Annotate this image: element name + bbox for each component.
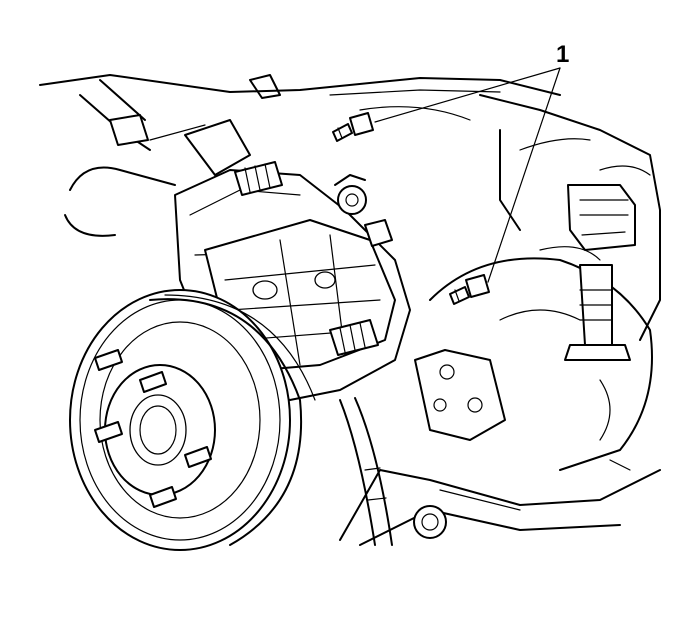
wheel-studs	[94, 349, 212, 508]
caliper-bolt-upper	[332, 112, 374, 142]
callout-label-1: 1	[556, 41, 569, 68]
caliper-bolt-lower	[449, 274, 490, 305]
caliper-slide-pins	[234, 161, 379, 356]
wheel-speed-sensor-connector	[564, 184, 636, 361]
callout-leader-lines	[374, 67, 561, 283]
lower-control-arm	[339, 469, 661, 546]
frame-crossmember	[39, 74, 561, 151]
brake-hose	[339, 397, 393, 546]
mounting-bracket	[414, 349, 506, 441]
axle-housing-left	[64, 114, 251, 237]
brake-hose-fitting	[334, 174, 393, 247]
